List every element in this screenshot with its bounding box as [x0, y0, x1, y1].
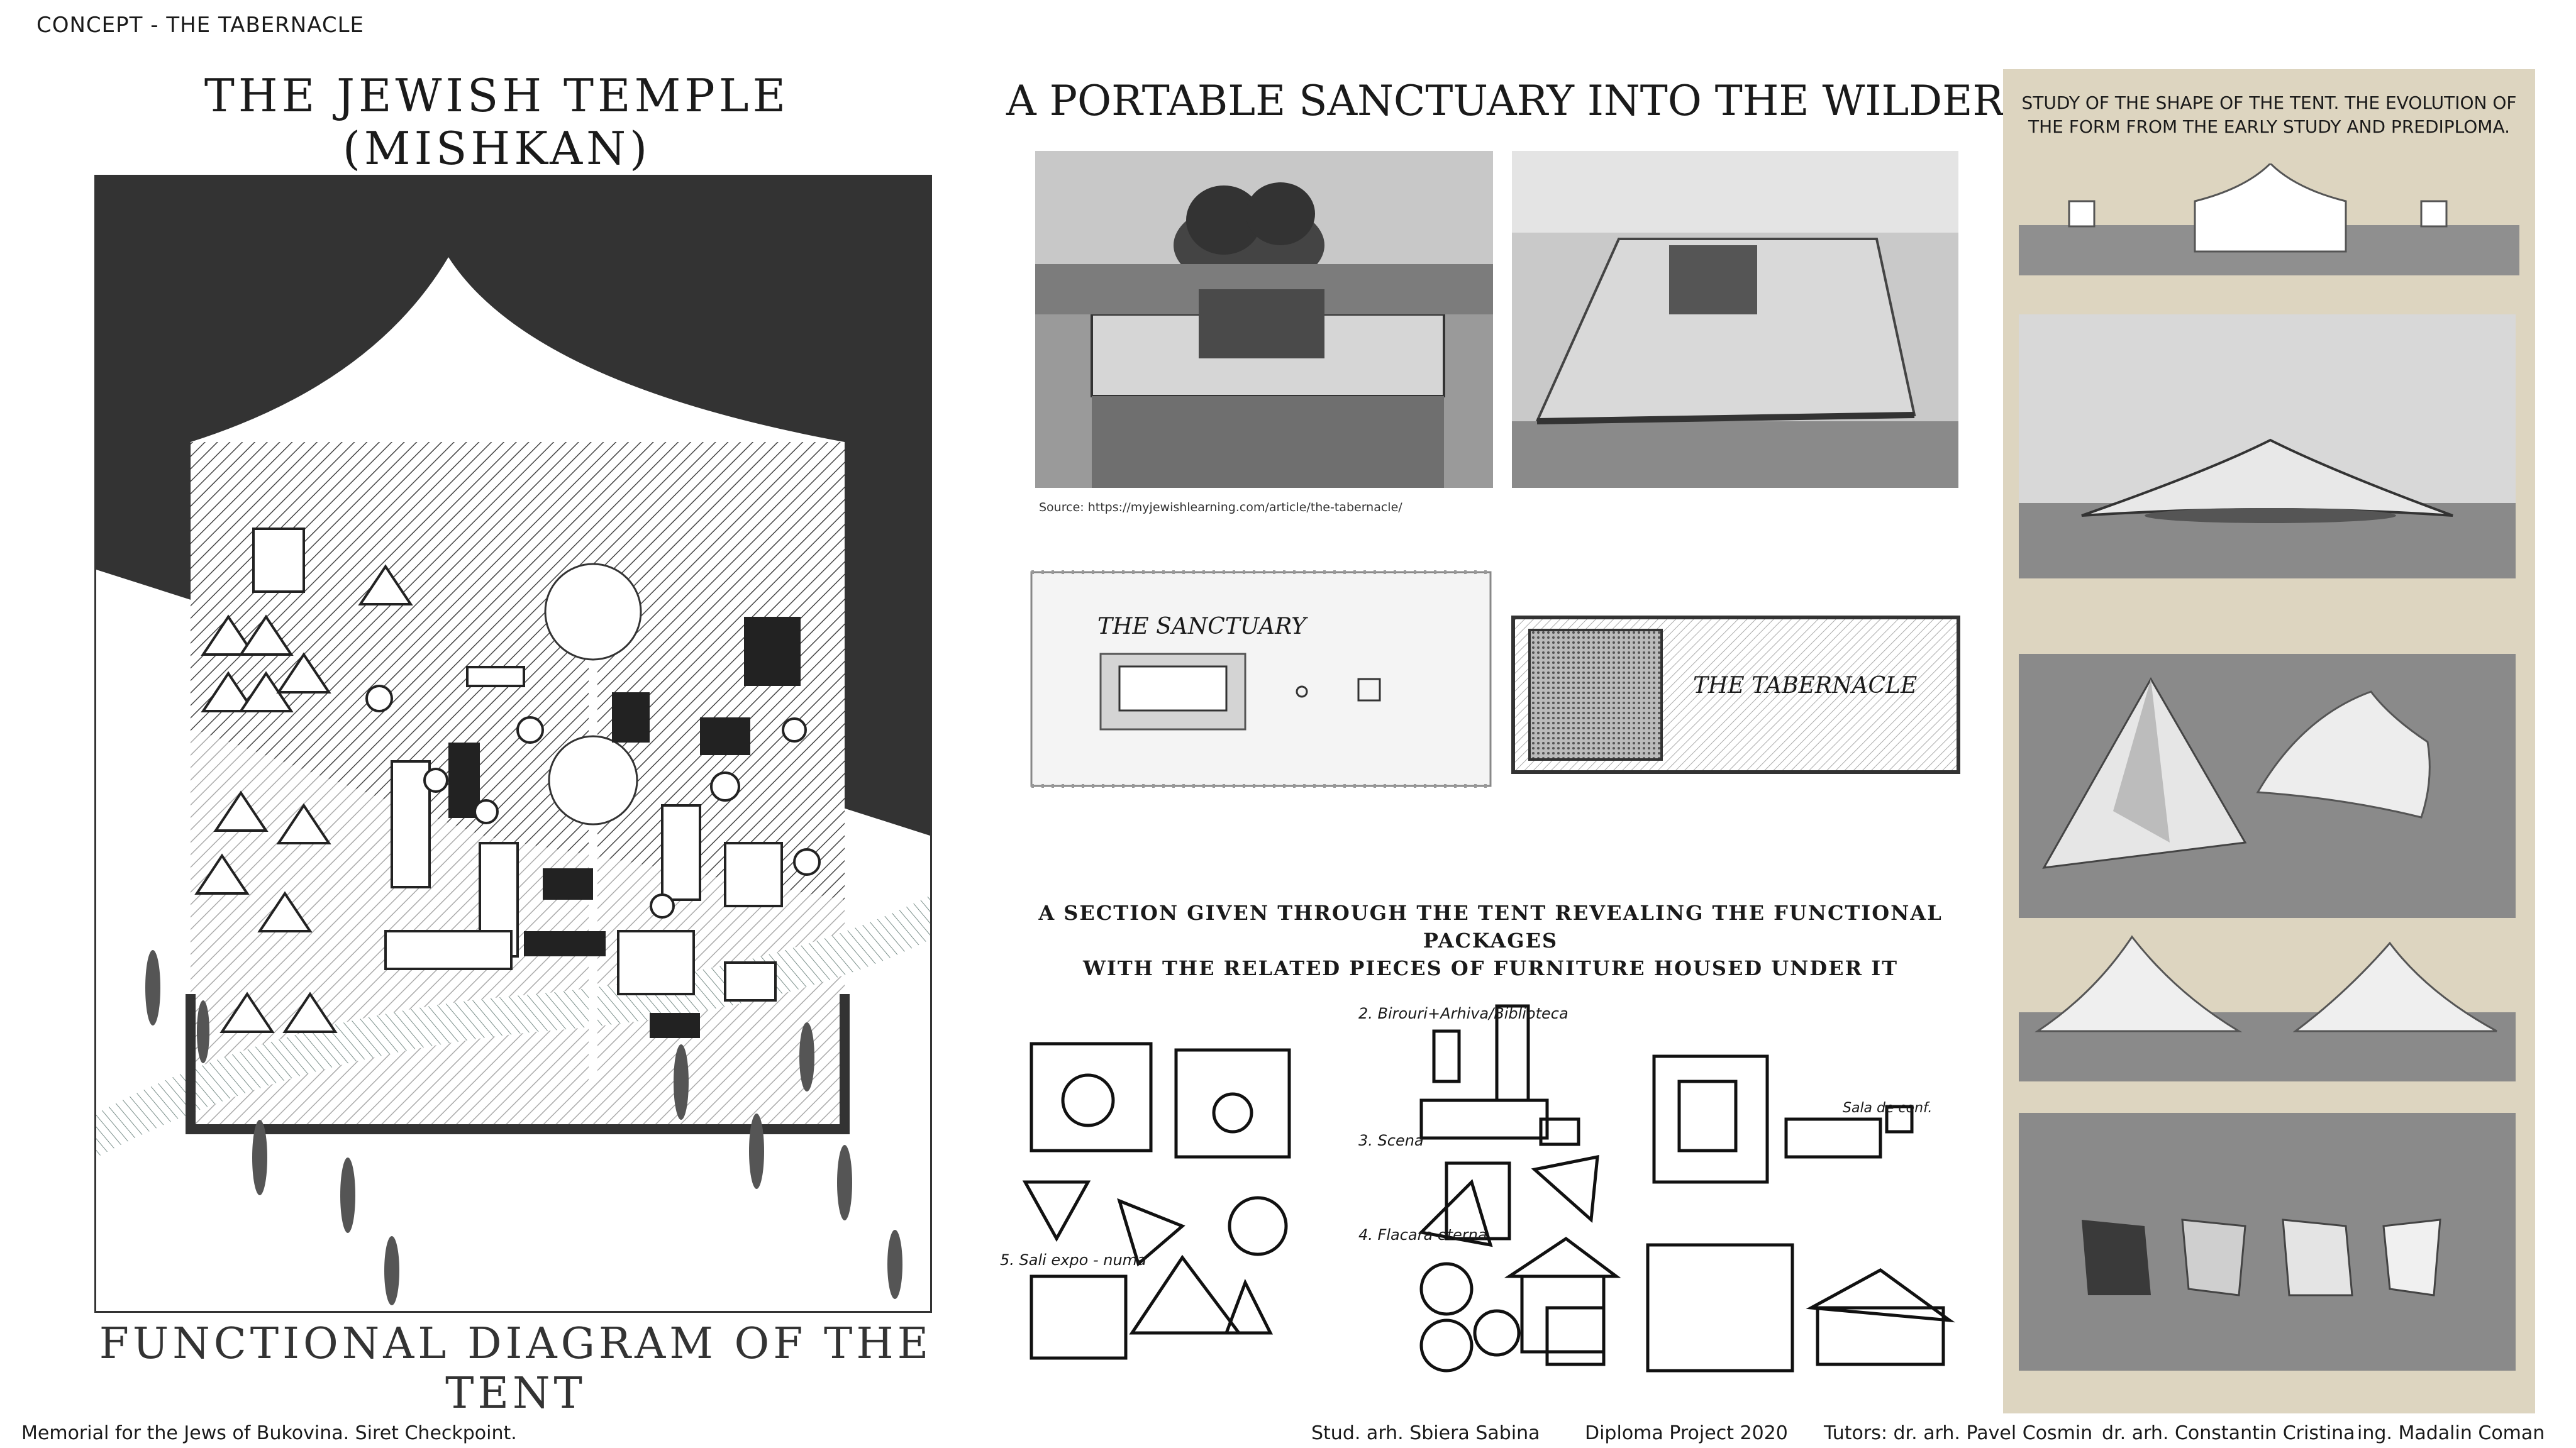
title-jewish-temple: THE JEWISH TEMPLE (MISHKAN): [204, 69, 790, 175]
footer-tutor-2: dr. arh. Constantin Cristina: [2102, 1422, 2355, 1444]
concept-sketches: [994, 993, 1975, 1383]
section-caption: A SECTION GIVEN THROUGH THE TENT REVEALI…: [1019, 899, 1962, 982]
illustration-tabernacle-camp: [1035, 151, 1493, 488]
sketch-note-stage: 3. Scena: [1358, 1132, 1424, 1149]
illustration-tabernacle-courtyard-drawing: [1512, 151, 1958, 488]
illustration-tabernacle-courtyard: [1512, 151, 1958, 488]
image-source-note: Source: https://myjewishlearning.com/art…: [1039, 500, 1402, 514]
concept-label: CONCEPT - THE TABERNACLE: [36, 13, 365, 38]
caption-functional-diagram: FUNCTIONAL DIAGRAM OF THE TENT: [99, 1319, 933, 1418]
study-elevation: [2019, 163, 2519, 275]
sketch-note-eternal-flame: 4. Flacara eterna: [1358, 1226, 1487, 1244]
title-portable-sanctuary: A PORTABLE SANCTUARY INTO THE WILDERNESS: [1006, 77, 2127, 125]
plan-tabernacle-drawing: [1511, 616, 1960, 774]
study-render-tent-modules-drawing: [2019, 1113, 2516, 1371]
plan-tabernacle: [1511, 615, 1961, 775]
section-caption-line-1: A SECTION GIVEN THROUGH THE TENT REVEALI…: [1038, 901, 1943, 953]
study-render-double-tents-drawing: [2019, 924, 2516, 1081]
footer-student: Stud. arh. Sbiera Sabina: [1311, 1422, 1540, 1444]
study-render-tent-modules: [2019, 1113, 2516, 1371]
functional-diagram: [94, 175, 932, 1313]
plan-sanctuary: [1019, 560, 1503, 799]
concept-sketches-drawing: [1022, 1004, 1955, 1373]
study-caption: STUDY OF THE SHAPE OF THE TENT. THE EVOL…: [2009, 91, 2529, 139]
plan-sanctuary-drawing: [1030, 570, 1492, 788]
label-tabernacle: THE TABERNACLE: [1693, 673, 1918, 699]
footer-project-title: Memorial for the Jews of Bukovina. Siret…: [21, 1422, 517, 1444]
sketch-note-offices: 2. Birouri+Arhiva/Biblioteca: [1358, 1005, 1568, 1022]
study-caption-line-2: THE FORM FROM THE EARLY STUDY AND PREDIP…: [2028, 116, 2511, 137]
study-render-peaked-tents: [2019, 654, 2516, 918]
study-render-flat-roof-drawing: [2019, 314, 2516, 578]
study-caption-line-1: STUDY OF THE SHAPE OF THE TENT. THE EVOL…: [2021, 92, 2517, 113]
functional-diagram-drawing: [96, 177, 930, 1311]
sketch-note-conference-room: Sala de conf.: [1843, 1100, 1933, 1116]
footer-engineer: ing. Madalin Coman: [2357, 1422, 2545, 1444]
study-elevation-drawing: [2019, 163, 2519, 275]
study-render-flat-roof: [2019, 314, 2516, 578]
footer-diploma-project: Diploma Project 2020: [1585, 1422, 1788, 1444]
illustration-tabernacle-camp-drawing: [1035, 151, 1493, 488]
section-caption-line-2: WITH THE RELATED PIECES OF FURNITURE HOU…: [1082, 956, 1899, 980]
sketch-note-exhibition-rooms: 5. Sali expo - numa: [1000, 1251, 1146, 1269]
study-render-peaked-tents-drawing: [2019, 654, 2516, 918]
study-render-double-tents: [2019, 924, 2516, 1081]
label-sanctuary: THE SANCTUARY: [1097, 614, 1306, 639]
footer-tutors: Tutors: dr. arh. Pavel Cosmin: [1824, 1422, 2093, 1444]
